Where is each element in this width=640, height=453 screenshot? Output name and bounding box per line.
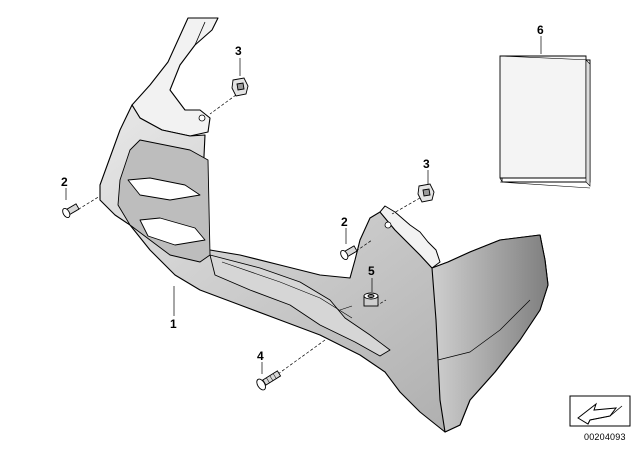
callout-part-5: 5 xyxy=(368,264,375,278)
leader-part3-right xyxy=(391,197,421,215)
leader-part4 xyxy=(277,339,326,375)
right-wing xyxy=(431,234,549,433)
leader-part2-right xyxy=(351,239,373,255)
cover-inner-face xyxy=(117,139,211,263)
callout-part-3-right: 3 xyxy=(423,157,430,171)
screw-icon xyxy=(62,203,80,219)
speed-nut-icon xyxy=(231,77,249,97)
callout-part-1: 1 xyxy=(170,317,177,331)
manual-booklet-icon xyxy=(499,55,591,189)
arrow-symbol-icon xyxy=(569,395,631,427)
leader-lines xyxy=(65,36,542,375)
speed-nut-icon xyxy=(417,183,435,203)
leader-part3-top xyxy=(209,91,241,115)
screw-icon xyxy=(340,245,358,261)
bushing-icon xyxy=(363,292,379,307)
callout-part-6: 6 xyxy=(537,23,544,37)
callout-part-2-right: 2 xyxy=(341,215,348,229)
rib-upper xyxy=(127,177,201,201)
engine-spoiler-part xyxy=(99,17,549,433)
callout-part-2-left: 2 xyxy=(61,175,68,189)
diagram-id: 00204093 xyxy=(584,432,626,442)
callout-part-3-top: 3 xyxy=(235,44,242,58)
callout-part-4: 4 xyxy=(257,349,264,363)
left-bracket-arm xyxy=(131,17,219,137)
screw-icon xyxy=(256,370,282,391)
right-bracket xyxy=(379,205,441,269)
lower-slot xyxy=(209,254,391,357)
rib-lower xyxy=(139,217,206,246)
